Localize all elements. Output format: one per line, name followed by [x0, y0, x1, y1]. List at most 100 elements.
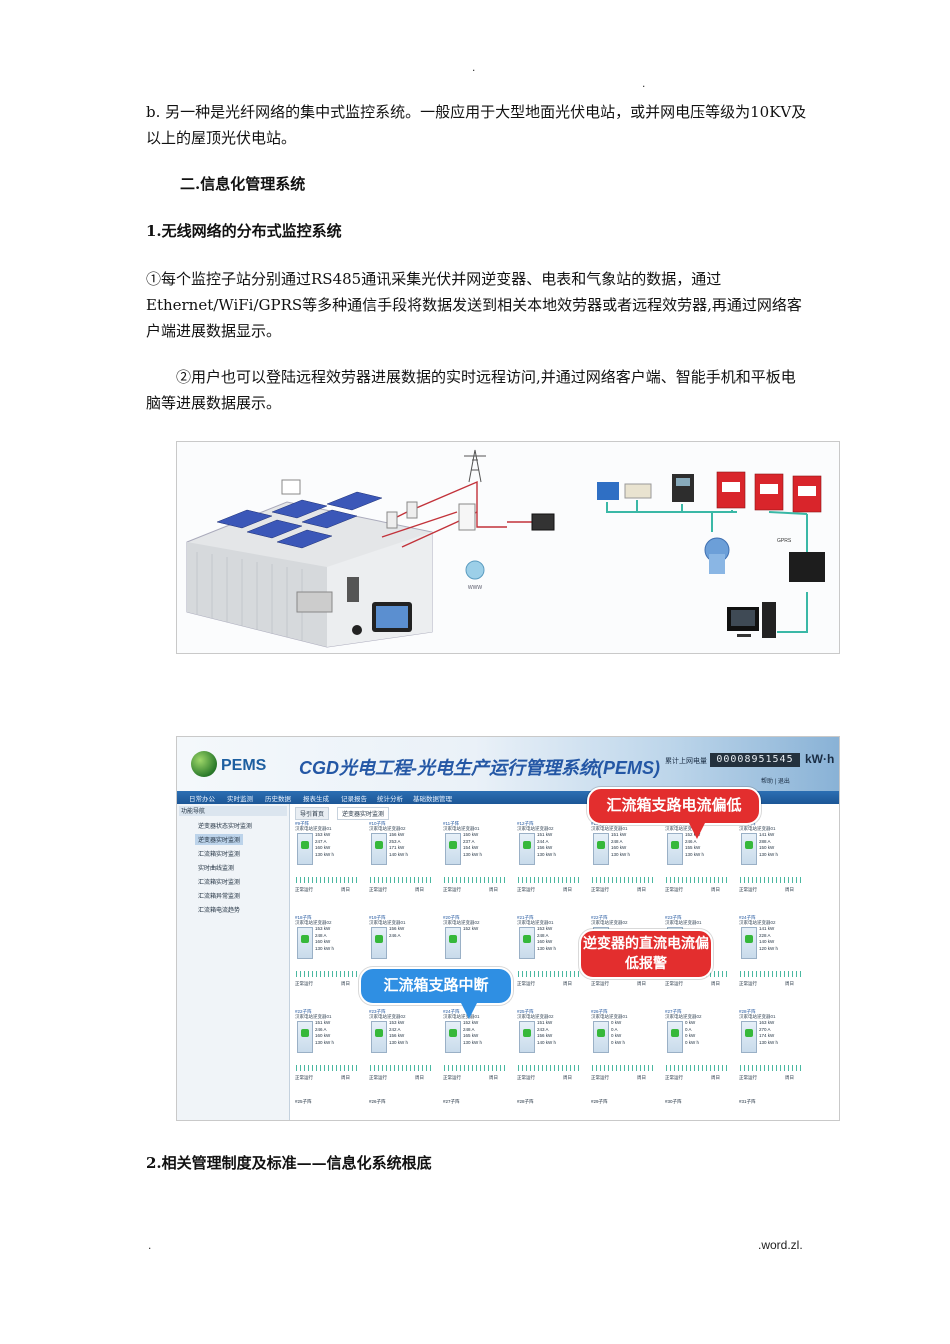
side-item[interactable]: 汇流箱异常监测: [198, 894, 241, 900]
row-header: #26子阵: [369, 1099, 386, 1104]
waveform-icon: [296, 971, 358, 977]
cell-header: #11子阵: [443, 821, 460, 826]
cell-value: 248 A: [537, 932, 549, 938]
cell-name: 汉家电站逆变器01: [591, 826, 628, 831]
side-item[interactable]: 汇流箱电流趋势: [198, 908, 241, 914]
cell-value: 130 kW h: [315, 945, 335, 951]
cell-status: 正常运行: [295, 1075, 313, 1080]
cell-name: 汉家电站逆变器02: [295, 920, 332, 925]
tab-home[interactable]: 导引首页: [295, 807, 330, 820]
row-header: #30子阵: [665, 1099, 682, 1104]
subsection-heading: 1.无线网络的分布式监控系统: [146, 222, 342, 240]
cell-name: 汉家电站逆变器01: [665, 920, 702, 925]
cell-value: 153 kW: [537, 926, 553, 931]
menu-item[interactable]: 记录报告: [341, 796, 367, 803]
cell-status: 正常运行: [665, 887, 683, 892]
cell-header: #22子阵: [295, 1009, 312, 1014]
side-item[interactable]: 汇流箱实时监测: [198, 880, 241, 886]
cell-header: #19子阵: [369, 915, 386, 920]
cell-value: 160 kW: [315, 1033, 331, 1038]
side-item[interactable]: 逆变器状态实时监测: [198, 824, 253, 830]
status-light-icon: [523, 841, 531, 849]
paragraph-b: b. 另一种是光纤网络的集中式监控系统。一般应用于大型地面光伏电站，或并网电压等…: [146, 103, 807, 147]
waveform-icon: [592, 877, 654, 883]
menu-item[interactable]: 实时监测: [227, 796, 253, 803]
callout-text: 汇流箱支路中断: [383, 977, 489, 994]
cell-value: 270 A: [759, 1026, 771, 1032]
cell-value: 151 kW: [611, 832, 627, 837]
cell-value: 130 kW h: [759, 851, 779, 857]
cell-name: 汉家电站逆变器02: [739, 920, 776, 925]
status-light-icon: [523, 935, 531, 943]
footer-dot: .: [148, 1238, 152, 1252]
cell-week: 周日: [637, 1075, 646, 1080]
menu-item[interactable]: 基础数据管理: [413, 796, 452, 803]
inverter-icon: [667, 833, 683, 865]
cell-value: 140 kW: [759, 939, 775, 944]
menu-item[interactable]: 报表生成: [303, 796, 329, 803]
cell-name: 汉家电站逆变器02: [517, 1014, 554, 1019]
cell-value: 130 kW h: [315, 1039, 335, 1045]
menu-item[interactable]: 历史数据: [265, 796, 291, 803]
www-label: WWW: [468, 585, 482, 591]
cell-value: 171 kW: [389, 845, 405, 850]
cell-value: 150 kW: [759, 845, 775, 850]
list-item-2: ②用户也可以登陆远程效劳器进展数据的实时远程访问,并通过网络客户端、智能手机和平…: [146, 368, 796, 412]
cell-value: 228 A: [759, 932, 771, 938]
side-item[interactable]: 逆变器实时监测: [195, 834, 244, 845]
cell-status: 正常运行: [295, 887, 313, 892]
pems-logo-icon: [191, 751, 217, 777]
cell-week: 周日: [563, 887, 572, 892]
cell-week: 周日: [341, 981, 350, 986]
cell-week: 周日: [563, 1075, 572, 1080]
top-links[interactable]: 帮助 | 退出: [761, 779, 790, 785]
inverter-icon: [371, 833, 387, 865]
cell-name: 汉家电站逆变器01: [369, 920, 406, 925]
cell-header: #24子阵: [739, 915, 756, 920]
cell-status: 正常运行: [443, 887, 461, 892]
inverter-icon: [371, 927, 387, 959]
pems-header: PEMS CGD光电工程-光电生产运行管理系统(PEMS) 累计上网电量 000…: [177, 737, 839, 791]
status-light-icon: [449, 1029, 457, 1037]
network-illustration: WWW GPRS: [186, 449, 825, 648]
cell-week: 周日: [785, 1075, 794, 1080]
side-item[interactable]: 汇流箱实时监测: [198, 852, 241, 858]
cell-week: 周日: [785, 887, 794, 892]
side-item[interactable]: 实时曲线监测: [198, 866, 235, 872]
waveform-icon: [444, 877, 506, 883]
side-title: 功能导航: [179, 806, 287, 816]
cell-status: 正常运行: [739, 887, 757, 892]
row-header: #31子阵: [739, 1099, 756, 1104]
menu-item[interactable]: 统计分析: [377, 796, 403, 803]
cell-value: 156 kW: [389, 926, 405, 931]
inverter-icon: [741, 833, 757, 865]
tab-inverter-monitor[interactable]: 逆变器实时监测: [337, 807, 390, 820]
cell-value: 130 kW h: [463, 1039, 483, 1045]
status-light-icon: [745, 841, 753, 849]
row-header: #28子阵: [517, 1099, 534, 1104]
menu-item[interactable]: 日常办公: [189, 796, 215, 803]
cell-value: 130 kW h: [759, 1039, 779, 1045]
status-light-icon: [671, 841, 679, 849]
